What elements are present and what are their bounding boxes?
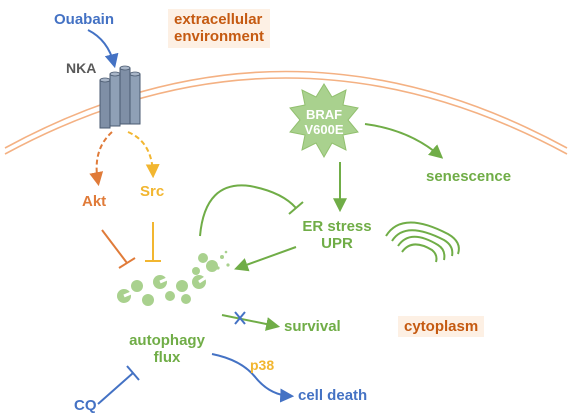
er-stress-line: ER stress (302, 218, 372, 235)
cell-membrane-outer (4, 70, 568, 149)
autophagy-survival-arrow (221, 314, 281, 331)
nka-label: NKA (66, 60, 97, 76)
golgi-icon (385, 221, 460, 263)
braf-star-icon (289, 83, 359, 159)
autophagy-flux-label: autophagy flux (120, 332, 214, 367)
autophagy-death-arrow (211, 353, 295, 403)
cell-death-label: cell death (298, 387, 368, 404)
braf-label: BRAF V600E (302, 107, 346, 138)
nka-src-dashed-arrow (127, 131, 160, 179)
braf-line-1: BRAF (305, 107, 343, 122)
blocked-x-icon (234, 311, 246, 325)
autophagy-line-2: flux (153, 349, 181, 367)
phagophore-shapes (123, 276, 206, 298)
p38-label: p38 (250, 357, 275, 373)
cell-membrane-inner (4, 77, 568, 155)
braf-line-2: V600E (304, 121, 344, 137)
senescence-label: senescence (426, 168, 512, 185)
src-label: Src (140, 183, 165, 200)
extracellular-label: extracellular environment (168, 9, 271, 48)
cq-label: CQ (74, 397, 97, 414)
extracellular-line-1: extracellular (174, 11, 263, 28)
extracellular-line-2: environment (174, 28, 265, 46)
akt-label: Akt (82, 193, 107, 210)
nka-akt-dashed-arrow (89, 131, 113, 187)
akt-inhibition (101, 229, 136, 269)
survival-label: survival (284, 318, 341, 335)
upr-line: UPR (321, 235, 353, 253)
autophagy-line-1: autophagy (129, 332, 205, 349)
braf-senescence-arrow (364, 123, 444, 159)
ouabain-label: Ouabain (54, 11, 115, 28)
src-inhibition (145, 222, 161, 262)
er-stress-label: ER stress UPR (295, 218, 379, 253)
autophagy-er-feedback-inhibition (199, 184, 304, 237)
cytoplasm-label: cytoplasm (398, 316, 485, 338)
ouabain-arrow (87, 29, 119, 69)
nka-pump-icon (99, 65, 141, 129)
cq-inhibition (97, 365, 140, 405)
er-autophagy-arrow (234, 246, 297, 272)
